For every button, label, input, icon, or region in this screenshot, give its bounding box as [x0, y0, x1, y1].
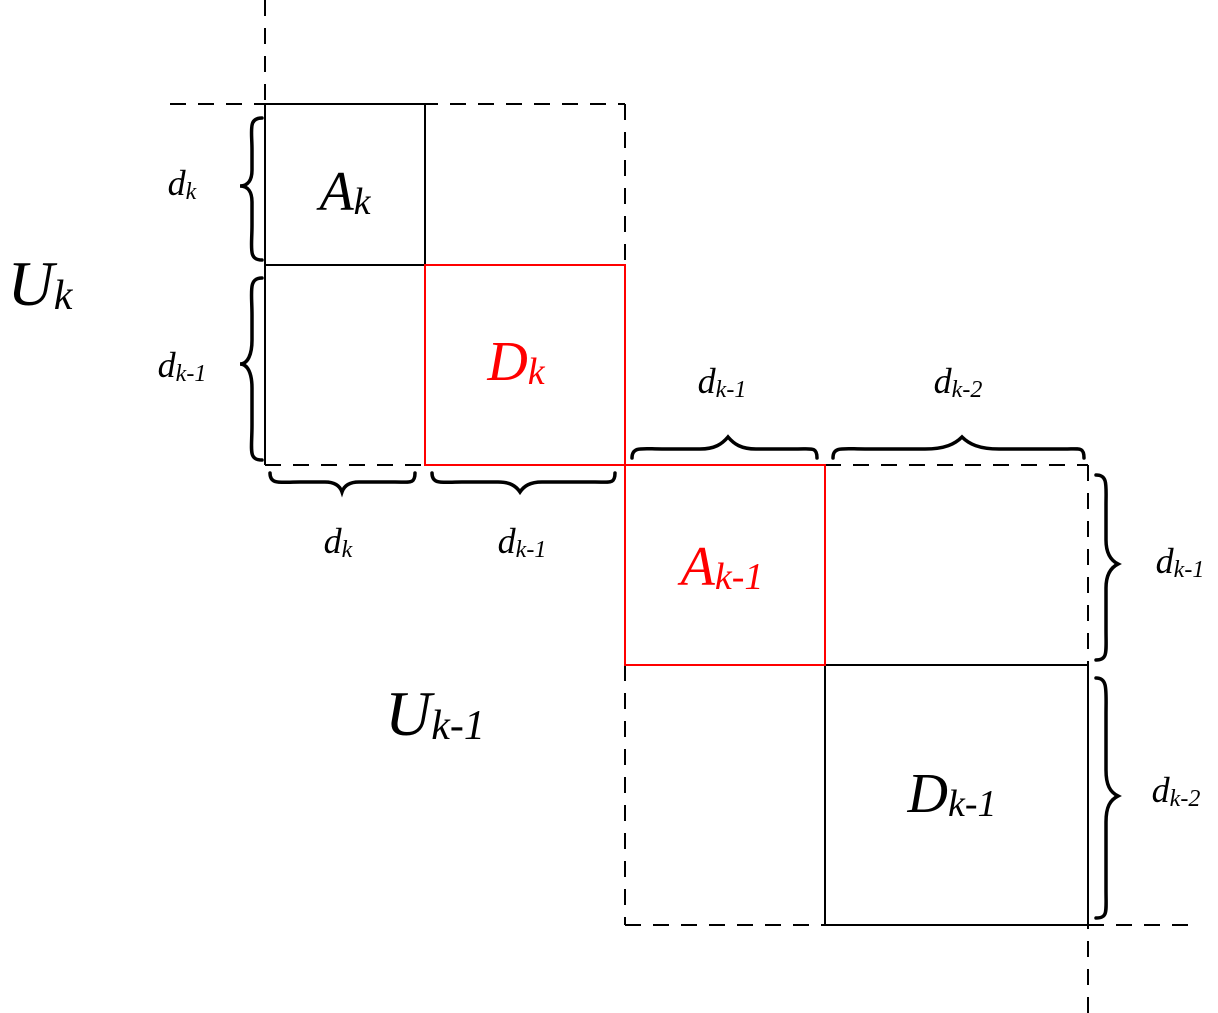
dim-right-1-base: d: [1156, 541, 1175, 581]
dim-left-mid-sub: k-1: [176, 361, 207, 387]
brace-bottom-mid: [430, 471, 617, 496]
block-d-k-base: D: [486, 331, 527, 393]
block-a-k-1-base: A: [677, 536, 716, 598]
dim-left-top: dk: [168, 163, 197, 205]
brace-right-2: [1094, 676, 1122, 920]
dashed-guides: [170, 0, 1190, 1013]
label-u-k-1: Uk-1: [385, 678, 485, 749]
dimension-labels: dk dk-1 dk dk-1 dk-1 dk-2 dk-1 dk-2: [158, 163, 1205, 812]
block-a-k-1-label: Ak-1: [677, 536, 764, 598]
dim-top-right-2-base: d: [934, 361, 953, 401]
dim-bottom-left-base: d: [324, 521, 343, 561]
block-a-k-1-sub: k-1: [715, 556, 764, 598]
block-a-k-label: Ak: [315, 161, 371, 223]
dim-left-top-base: d: [168, 163, 187, 203]
dim-right-2-base: d: [1152, 770, 1171, 810]
dim-left-top-sub: k: [186, 179, 197, 205]
block-labels: Ak Dk Ak-1 Dk-1: [315, 161, 996, 825]
label-u-k-sub: k: [54, 273, 74, 319]
brace-top-right-1: [630, 434, 819, 460]
brace-right-1: [1094, 473, 1122, 662]
block-d-k-rect: [424, 264, 626, 466]
group-labels: Uk Uk-1: [8, 248, 485, 749]
dim-right-2: dk-2: [1152, 770, 1201, 812]
braces: [239, 116, 1122, 920]
block-d-k-sub: k: [528, 351, 546, 393]
block-a-k-1-rect: [624, 464, 826, 666]
dim-bottom-left-sub: k: [342, 537, 353, 563]
dim-bottom-left: dk: [324, 521, 353, 563]
block-a-k-sub: k: [354, 181, 372, 223]
dim-right-1-sub: k-1: [1174, 557, 1205, 583]
block-a-k-base: A: [315, 161, 354, 223]
label-u-k-1-sub: k-1: [431, 703, 485, 749]
dim-left-mid: dk-1: [158, 345, 207, 387]
label-u-k-base: U: [8, 248, 58, 319]
dim-left-mid-base: d: [158, 345, 177, 385]
dim-right-2-sub: k-2: [1170, 786, 1201, 812]
dim-top-right-1-sub: k-1: [716, 377, 747, 403]
dim-top-right-2-sub: k-2: [952, 377, 983, 403]
block-d-k-1-base: D: [907, 763, 948, 825]
block-d-k-1-rect: [824, 664, 1089, 926]
dim-top-right-1-base: d: [698, 361, 717, 401]
highlight-blocks: [424, 264, 826, 666]
label-u-k-1-base: U: [385, 678, 435, 749]
brace-left-top: [239, 116, 264, 262]
dim-right-1: dk-1: [1156, 541, 1205, 583]
block-d-k-label: Dk: [486, 331, 545, 393]
brace-top-right-2: [831, 434, 1086, 460]
block-d-k-1-sub: k-1: [948, 783, 997, 825]
brace-bottom-left: [268, 471, 417, 498]
dim-bottom-mid-sub: k-1: [516, 537, 547, 563]
dim-top-right-2: dk-2: [934, 361, 983, 403]
dim-bottom-mid-base: d: [498, 521, 517, 561]
block-a-k-rect: [264, 103, 426, 266]
block-d-k-1-label: Dk-1: [907, 763, 997, 825]
dim-bottom-mid: dk-1: [498, 521, 547, 563]
label-u-k: Uk: [8, 248, 74, 319]
solid-lines: [264, 103, 1089, 926]
brace-left-mid: [239, 276, 264, 462]
dim-top-right-1: dk-1: [698, 361, 747, 403]
